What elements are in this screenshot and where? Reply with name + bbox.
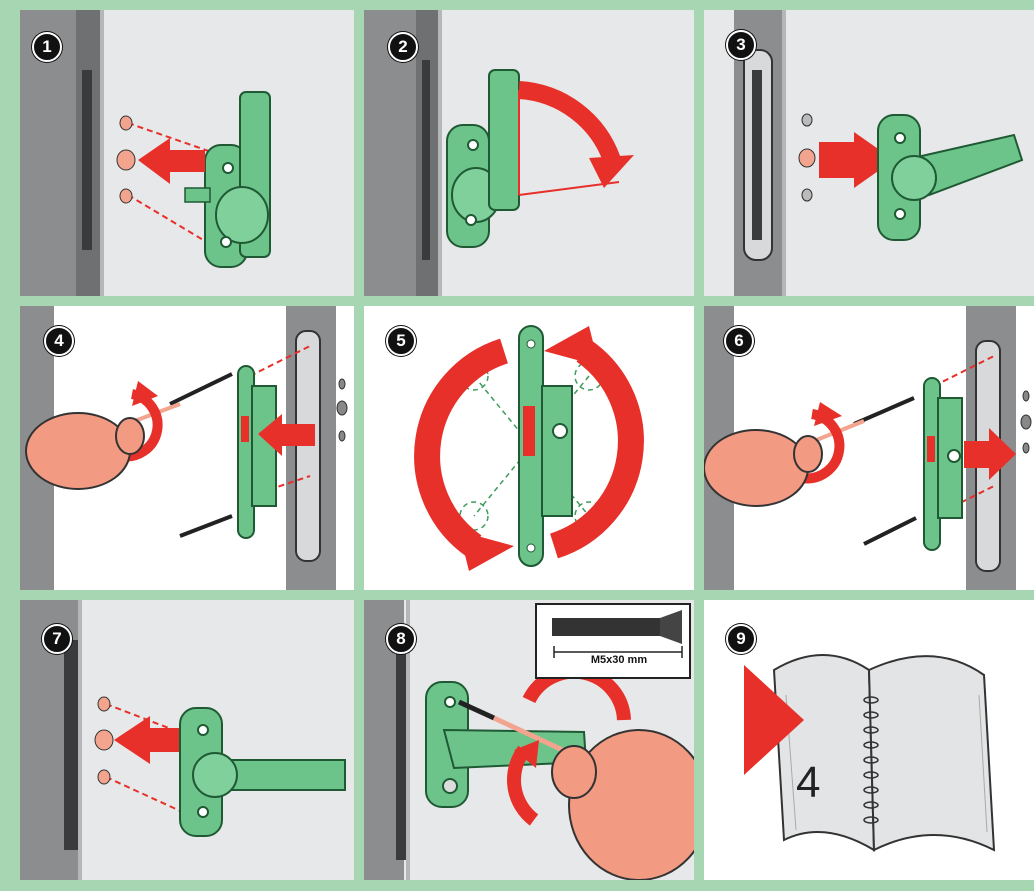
- step-9-panel: 4 9: [704, 600, 1034, 880]
- step-2-panel: 2: [364, 10, 694, 296]
- step-4-badge: 4: [44, 326, 74, 356]
- step-5-illustration: [414, 325, 644, 571]
- step-3-badge: 3: [726, 30, 756, 60]
- step-8-panel: M5x30 mm 8: [364, 600, 694, 880]
- step-6-panel: 6: [704, 306, 1034, 590]
- step-7-badge: 7: [42, 624, 72, 654]
- step-8-badge: 8: [386, 624, 416, 654]
- step-8-illustration: [364, 600, 694, 880]
- manual-page-number: 4: [796, 758, 821, 807]
- step-3-panel: 3: [704, 10, 1034, 296]
- step-9-badge: 9: [726, 624, 756, 654]
- step-7-panel: 7: [20, 600, 354, 880]
- step-1-illustration: [20, 10, 271, 296]
- screw-size-label: M5x30 mm: [590, 654, 648, 666]
- step-1-badge: 1: [32, 32, 62, 62]
- step-2-badge: 2: [388, 32, 418, 62]
- step-9-illustration: [744, 654, 996, 852]
- step-1-panel: 1: [20, 10, 354, 296]
- step-4-panel: 4: [20, 306, 354, 590]
- step-5-panel: 5: [364, 306, 694, 590]
- step-6-badge: 6: [724, 326, 754, 356]
- step-5-badge: 5: [386, 326, 416, 356]
- step-4-illustration: [20, 306, 348, 590]
- step-6-illustration: [704, 306, 1032, 590]
- step-3-illustration: [734, 10, 1024, 296]
